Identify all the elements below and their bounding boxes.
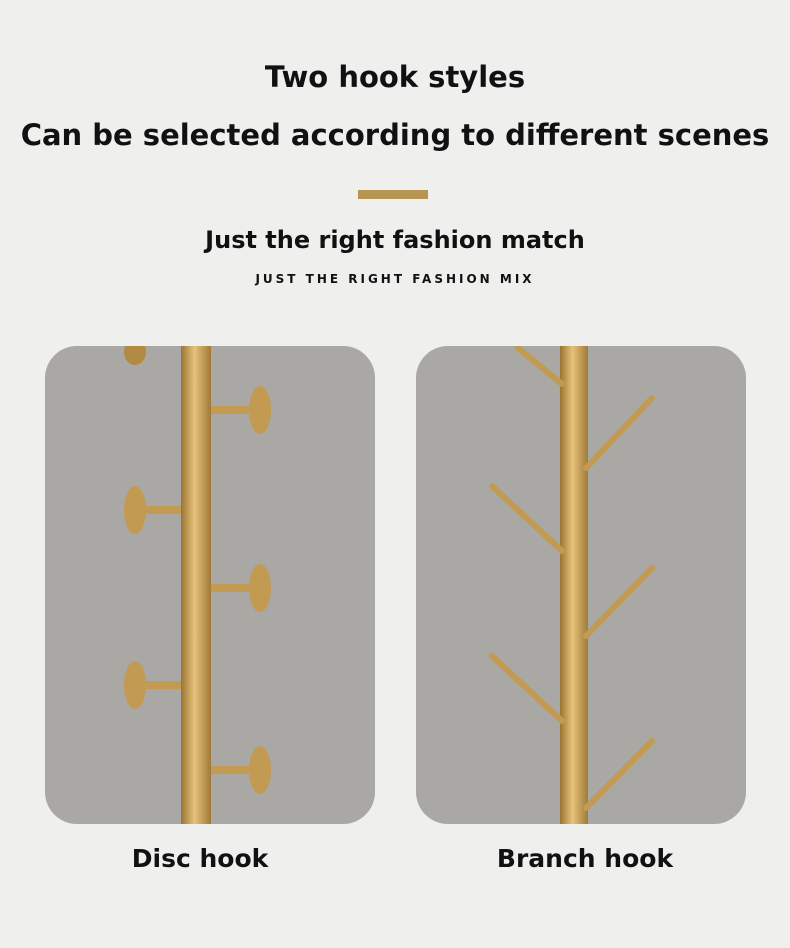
branch-hook-image [416, 346, 746, 824]
accent-divider [358, 190, 428, 199]
disc-hook-image [45, 346, 375, 824]
section-subtitle: Can be selected according to different s… [20, 118, 770, 152]
branch-hook-label: Branch hook [496, 844, 674, 873]
tagline: Just the right fashion match [205, 226, 585, 254]
disc-hook-label: Disc hook [131, 844, 269, 873]
tagline-caps: JUST THE RIGHT FASHION MIX [255, 272, 535, 286]
section-title: Two hook styles [264, 60, 526, 94]
